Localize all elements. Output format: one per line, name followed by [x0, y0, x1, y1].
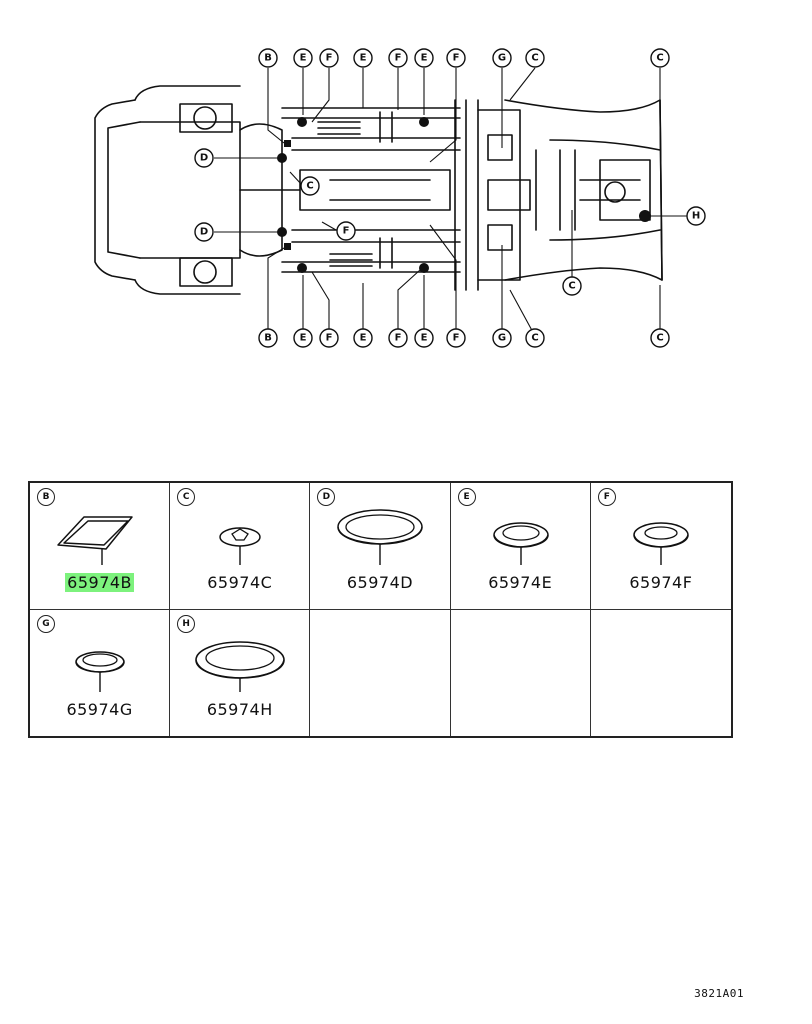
empty-cell	[591, 610, 731, 737]
part-letter: B	[37, 488, 55, 506]
round-plug-icon	[492, 522, 549, 565]
callout-top-c2: C	[650, 48, 670, 68]
large-oval-plug-icon	[195, 640, 285, 692]
callout-side-c2: C	[562, 276, 582, 296]
svg-text:G: G	[498, 53, 506, 64]
callout-side-f: F	[336, 221, 356, 241]
callout-bottom-f3: F	[446, 328, 466, 348]
part-letter: H	[177, 614, 196, 633]
underbody-drawing: B E F E F E F G C C B E F E F E F G C C …	[94, 48, 706, 348]
part-code: 65974C	[207, 573, 273, 592]
part-letter: E	[457, 488, 476, 506]
svg-text:E: E	[360, 333, 367, 344]
svg-text:F: F	[453, 53, 460, 64]
callout-bottom-g: G	[492, 328, 512, 348]
callout-top-f2: F	[388, 48, 408, 68]
svg-text:E: E	[360, 53, 367, 64]
part-letter: F	[597, 488, 616, 506]
callout-top-c1: C	[525, 48, 545, 68]
part-letter: G	[37, 614, 55, 633]
small-plug-icon	[219, 527, 261, 565]
part-cell-h[interactable]: H 65974H	[170, 609, 311, 736]
small-oval-plug-icon	[75, 650, 125, 692]
callout-bottom-b: B	[258, 328, 278, 348]
svg-text:H: H	[692, 211, 700, 222]
svg-text:C: C	[656, 333, 663, 344]
callout-top-e1: E	[293, 48, 313, 68]
empty-cell	[451, 609, 591, 736]
callout-top-f1: F	[319, 48, 339, 68]
rectangular-grommet-icon	[57, 516, 133, 565]
callout-bottom-f2: F	[388, 328, 408, 348]
callout-markers: B E F E F E F G C C B E F E F E F G C C …	[194, 48, 706, 348]
part-cell-g[interactable]: G 65974G	[30, 609, 171, 736]
svg-text:F: F	[326, 53, 333, 64]
part-letter: C	[177, 488, 196, 506]
svg-text:E: E	[300, 333, 307, 344]
callout-top-e3: E	[414, 48, 434, 68]
svg-text:C: C	[306, 181, 313, 192]
svg-text:E: E	[300, 53, 307, 64]
empty-cell	[310, 609, 451, 736]
callout-top-e2: E	[353, 48, 373, 68]
part-code: 65974G	[66, 699, 133, 719]
part-code: 65974H	[206, 699, 273, 719]
parts-table: B 65974B C 65974C D 65974D E	[28, 481, 733, 738]
large-oval-plug-icon	[337, 509, 424, 565]
callout-top-b: B	[258, 48, 278, 68]
part-cell-c[interactable]: C 65974C	[170, 483, 311, 610]
callout-side-d1: D	[194, 148, 214, 168]
svg-text:G: G	[498, 333, 506, 344]
callout-side-c1: C	[300, 176, 320, 196]
part-cell-f[interactable]: F 65974F	[590, 483, 731, 610]
svg-text:C: C	[568, 281, 575, 292]
callout-side-d2: D	[194, 222, 214, 242]
underbody-diagram: B E F E F E F G C C B E F E F E F G C C …	[0, 0, 812, 370]
callout-bottom-e2: E	[353, 328, 373, 348]
callout-bottom-e1: E	[293, 328, 313, 348]
part-code: 65974B	[30, 573, 169, 592]
part-letter: D	[317, 488, 336, 506]
callout-top-g: G	[492, 48, 512, 68]
callout-top-f3: F	[446, 48, 466, 68]
part-code: 65974D	[346, 573, 414, 592]
svg-text:E: E	[421, 333, 428, 344]
svg-text:E: E	[421, 53, 428, 64]
part-cell-e[interactable]: E 65974E	[450, 483, 591, 610]
callout-bottom-e3: E	[414, 328, 434, 348]
part-code: 65974E	[488, 573, 553, 592]
callout-bottom-f1: F	[319, 328, 339, 348]
svg-text:C: C	[656, 53, 663, 64]
svg-text:F: F	[395, 53, 402, 64]
part-code-highlight: 65974B	[65, 573, 135, 592]
svg-text:F: F	[343, 226, 350, 237]
svg-text:C: C	[531, 53, 538, 64]
svg-text:F: F	[453, 333, 460, 344]
svg-text:C: C	[531, 333, 538, 344]
svg-text:B: B	[264, 53, 272, 64]
part-cell-b[interactable]: B 65974B	[30, 483, 171, 610]
callout-bottom-c1: C	[525, 328, 545, 348]
svg-text:F: F	[395, 333, 402, 344]
part-code: 65974F	[629, 573, 693, 592]
svg-text:D: D	[200, 153, 208, 164]
svg-text:D: D	[200, 227, 208, 238]
svg-text:F: F	[326, 333, 333, 344]
callout-side-h: H	[686, 206, 706, 226]
callout-bottom-c2: C	[650, 328, 670, 348]
part-cell-d[interactable]: D 65974D	[310, 483, 451, 610]
diagram-reference-code: 3821A01	[694, 987, 744, 1000]
svg-text:B: B	[264, 333, 272, 344]
round-plug-icon	[633, 522, 689, 565]
